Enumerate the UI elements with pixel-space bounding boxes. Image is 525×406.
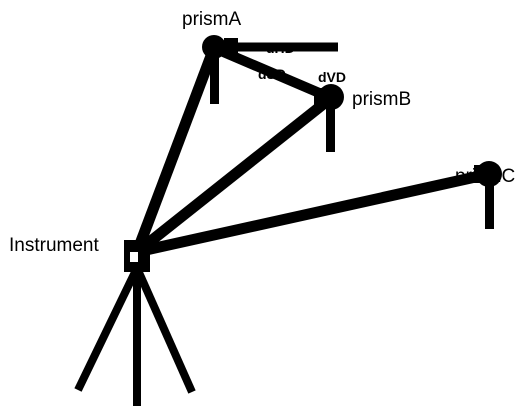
line-prism-a-prism-b: [212, 43, 333, 103]
prism-a: [202, 35, 238, 104]
prism-a-pole: [210, 52, 219, 104]
label-prism-c: prismC: [455, 166, 515, 187]
prism-a-bracket: [224, 38, 238, 56]
instrument-window: [130, 252, 138, 262]
tripod: [74, 266, 196, 406]
line-instrument-prism-b: [133, 93, 335, 257]
label-prism-a: prismA: [182, 9, 241, 30]
instrument-station: [124, 240, 150, 272]
label-instrument: Instrument: [9, 235, 99, 256]
prism-b: [314, 84, 344, 152]
annotation-dsd: dSD: [258, 66, 286, 82]
line-instrument-prism-c: [135, 168, 491, 258]
prism-b-pole: [326, 104, 335, 152]
sight-lines: [131, 43, 491, 258]
tripod-leg-left: [74, 266, 141, 392]
prism-a-head: [202, 35, 226, 59]
prism-b-bracket: [314, 88, 324, 106]
prism-c-bracket: [474, 165, 484, 183]
line-instrument-prism-a: [131, 46, 220, 254]
tripod-leg-right: [133, 266, 196, 394]
instrument-base: [126, 266, 148, 272]
prism-b-head: [318, 84, 344, 110]
annotation-dhd: dHD: [266, 40, 295, 56]
prism-c: [474, 161, 502, 229]
label-prism-b: prismB: [352, 89, 411, 110]
annotation-dvd: dVD: [318, 69, 346, 85]
prism-c-pole: [485, 182, 494, 229]
